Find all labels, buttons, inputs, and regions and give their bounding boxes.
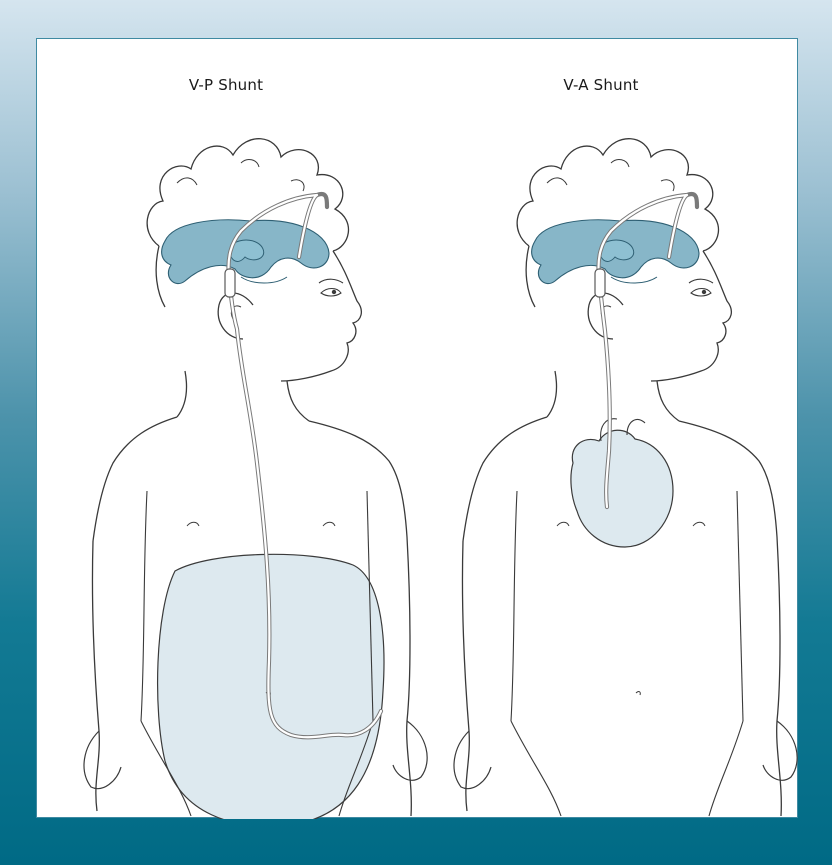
shunt-valve: [225, 269, 235, 297]
peritoneal-cavity: [158, 554, 384, 819]
shunt-illustration: [37, 39, 799, 819]
shunt-valve: [595, 269, 605, 297]
vp-shunt-title: V-P Shunt: [189, 76, 263, 94]
va-shunt-title: V-A Shunt: [563, 76, 638, 94]
va-shunt-figure: [454, 139, 797, 816]
heart: [571, 430, 673, 547]
vp-shunt-figure: [84, 139, 427, 819]
figure-panel: V-P Shunt V-A Shunt: [36, 38, 798, 818]
